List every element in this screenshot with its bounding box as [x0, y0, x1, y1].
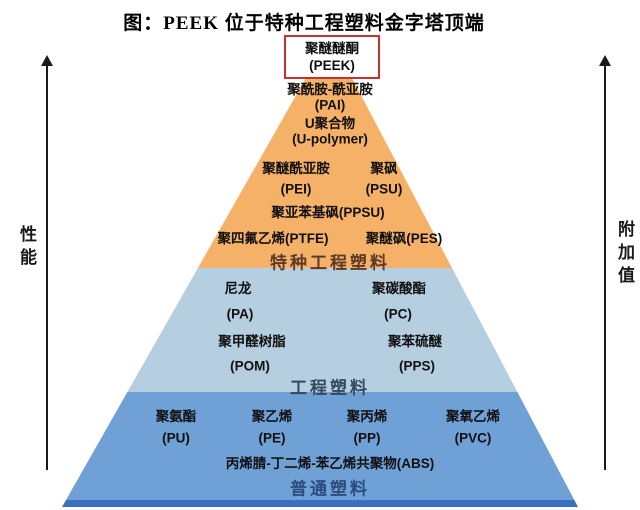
material-abbr: (PU): [162, 430, 190, 446]
material-name: 聚甲醛树脂: [218, 334, 286, 349]
peek-highlight-box: 聚醚醚酮 (PEEK): [284, 35, 380, 79]
material-name: 尼龙: [224, 281, 252, 296]
material-name: 聚醚砜(PES): [365, 231, 443, 246]
material-name: 聚碳酸酯: [372, 281, 426, 296]
page-title: 图：PEEK 位于特种工程塑料金字塔顶端: [123, 13, 485, 34]
material-abbr: (PA): [226, 306, 254, 322]
tier-engineering-label: 工程塑料: [290, 378, 370, 398]
material-abbr: (PP): [353, 430, 381, 446]
arrow-shaft: [46, 63, 48, 470]
pyramid-base-bar: [62, 500, 578, 507]
material-name: 聚乙烯: [251, 409, 293, 424]
material-abbr: (PPS): [398, 358, 436, 374]
material-name: 聚酰胺-酰亚胺: [287, 82, 373, 97]
arrow-up-icon: [599, 55, 611, 66]
material-name: 聚亚苯基砜(PPSU): [271, 205, 385, 220]
material-name: 聚醚酰亚胺: [262, 161, 330, 176]
material-abbr: (PEI): [280, 181, 312, 197]
material-name: 聚氧乙烯: [446, 409, 500, 424]
material-abbr: (PC): [384, 306, 412, 322]
material-abbr: (PE): [258, 430, 286, 446]
material-abbr: (PVC): [454, 430, 492, 446]
material-name: 聚苯硫醚: [388, 334, 442, 349]
material-name: 聚氨酯: [155, 409, 197, 424]
tier-special-label: 特种工程塑料: [270, 253, 390, 273]
tier-common-label: 普通塑料: [290, 479, 370, 499]
material-abbr: (PAI): [314, 97, 346, 113]
material-abbr: (POM): [230, 358, 270, 374]
material-name: U聚合物: [304, 116, 356, 131]
material-name: 丙烯腈-丁二烯-苯乙烯共聚物(ABS): [225, 456, 435, 471]
material-abbr: (PEEK): [309, 58, 355, 73]
material-name: 聚四氟乙烯(PTFE): [217, 231, 329, 246]
material-name: 聚醚醚酮: [305, 41, 359, 56]
arrow-shaft: [604, 63, 606, 470]
tier-common-band: [62, 392, 578, 500]
material-name: 聚丙烯: [346, 409, 388, 424]
added-value-axis-label: 附加值: [615, 220, 634, 289]
material-abbr: (U-polymer): [292, 131, 368, 147]
material-name: 聚砜: [370, 161, 398, 176]
performance-axis-label: 性能: [17, 225, 36, 271]
arrow-up-icon: [41, 55, 53, 66]
added-value-axis-arrow: [598, 55, 612, 470]
material-abbr: (PSU): [365, 181, 403, 197]
performance-axis-arrow: [40, 55, 54, 470]
